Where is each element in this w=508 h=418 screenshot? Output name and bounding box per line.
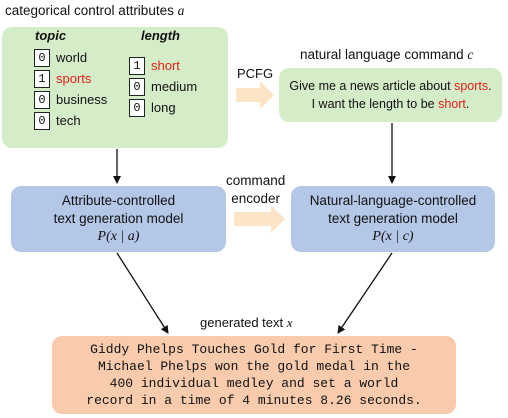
- one-hot-value-cell: 0: [129, 98, 145, 117]
- attribute-model-formula: P(x | a): [97, 229, 140, 244]
- attribute-option-label: short: [151, 58, 180, 73]
- pcfg-block-arrow: [236, 81, 274, 109]
- pcfg-label: PCFG: [237, 66, 274, 81]
- one-hot-value-cell: 1: [34, 69, 50, 88]
- attribute-option-row: 0 tech: [34, 110, 81, 131]
- length-heading: length: [141, 28, 180, 43]
- generated-text-line: Michael Phelps won the gold medal in the: [97, 359, 411, 374]
- one-hot-value-cell: 0: [34, 48, 50, 67]
- attribute-option-label: tech: [56, 113, 81, 128]
- command-title-var: c: [467, 47, 474, 62]
- attribute-model-line-2: text generation model: [53, 211, 184, 226]
- command-line-1-suffix: .: [488, 79, 492, 93]
- attributes-title-var: a: [177, 3, 185, 18]
- attribute-option-row: 0 long: [129, 97, 176, 118]
- command-topic-highlight: sports: [454, 79, 489, 93]
- model-c-to-output-arrow: [337, 252, 393, 334]
- attribute-option-row: 0 world: [34, 47, 87, 68]
- attribute-option-row: 1 sports: [34, 68, 91, 89]
- generated-text-box: Giddy Phelps Touches Gold for First Time…: [52, 336, 456, 414]
- attribute-option-label: medium: [151, 79, 198, 94]
- encoder-label-line-1: command: [226, 173, 286, 188]
- attribute-option-label: business: [56, 92, 108, 107]
- attributes-box: topic length 0 world 1 sports 0 business 0 tech…: [2, 27, 228, 148]
- language-model-line-1: Natural-language-controlled: [309, 193, 477, 208]
- attribute-option-row: 0 medium: [129, 76, 197, 97]
- attribute-option-label: sports: [56, 71, 92, 86]
- attribute-option-row: 0 business: [34, 89, 107, 110]
- command-title: natural language command c: [300, 47, 473, 63]
- command-length-highlight: short: [438, 97, 466, 111]
- language-model-formula: P(x | c): [372, 229, 414, 244]
- model-a-to-output-arrow: [116, 252, 169, 334]
- output-title-var: x: [286, 315, 293, 330]
- encoder-label: command encoder: [226, 172, 285, 208]
- encoder-label-line-2: encoder: [231, 191, 281, 206]
- attribute-option-label: long: [151, 100, 176, 115]
- generated-text-line: Giddy Phelps Touches Gold for First Time…: [90, 342, 418, 357]
- command-line-2: I want the length to be short.: [312, 95, 470, 113]
- attributes-title-text: categorical control attributes: [5, 3, 174, 18]
- command-line-1-prefix: Give me a news article about: [289, 79, 455, 93]
- one-hot-value-cell: 1: [129, 56, 145, 75]
- encoder-block-arrow: [234, 205, 285, 233]
- generated-text-line: 400 individual medley and set a world: [109, 376, 399, 391]
- language-model-box: Natural-language-controlled text generat…: [291, 186, 495, 252]
- language-model-line-2: text generation model: [328, 211, 458, 226]
- output-title-text: generated text: [200, 315, 284, 330]
- one-hot-value-cell: 0: [34, 111, 50, 130]
- attribute-model-box: Attribute-controlled text generation mod…: [11, 186, 226, 252]
- command-title-text: natural language command: [300, 47, 464, 62]
- attribute-model-line-1: Attribute-controlled: [61, 193, 176, 208]
- attribute-option-label: world: [56, 50, 88, 65]
- one-hot-value-cell: 0: [34, 90, 50, 109]
- output-title: generated text x: [200, 315, 293, 331]
- command-line-2-prefix: I want the length to be: [311, 97, 439, 111]
- attributes-title: categorical control attributes a: [5, 3, 184, 19]
- topic-heading: topic: [35, 28, 67, 43]
- command-box: Give me a news article about sports. I w…: [279, 68, 502, 122]
- command-line-2-suffix: .: [465, 97, 470, 111]
- attribute-option-row: 1 short: [129, 55, 180, 76]
- generated-text-line: record in a time of 4 minutes 8.26 secon…: [86, 393, 422, 408]
- one-hot-value-cell: 0: [129, 77, 145, 96]
- command-line-1: Give me a news article about sports.: [289, 77, 491, 95]
